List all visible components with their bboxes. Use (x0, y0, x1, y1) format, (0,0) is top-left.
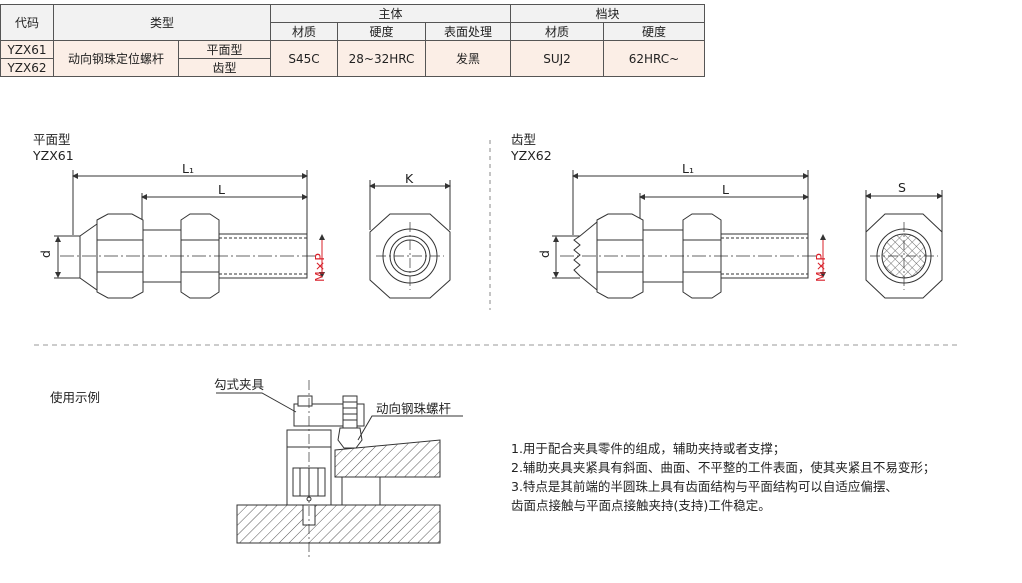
note-2: 2.辅助夹具夹紧具有斜面、曲面、不平整的工件表面，使其夹紧且不易变形； (511, 460, 936, 475)
note-1: 1.用于配合夹具零件的组成，辅助夹持或者支撑； (511, 441, 786, 456)
type-name: 动向钢珠定位螺杆 (53, 40, 179, 77)
variant-tooth: 齿型 (178, 58, 271, 77)
usage-label-screw: 动向钢珠螺杆 (376, 401, 452, 416)
tooth-type-code: YZX62 (511, 148, 552, 163)
flat-type-code: YZX61 (33, 148, 74, 163)
spec-table: 代码 类型 主体 档块 材质 硬度 表面处理 材质 硬度 YZX61 动向钢珠定… (0, 4, 705, 77)
header-material: 材质 (270, 22, 338, 41)
usage-label-clamp: 勾式夹具 (214, 377, 265, 392)
flat-type-side-view (54, 170, 325, 299)
tooth-dim-mxp: M×P (813, 253, 828, 282)
header-code: 代码 (0, 4, 54, 41)
surface-value: 发黑 (425, 40, 511, 77)
hardness-value: 28~32HRC (337, 40, 426, 77)
note-3: 3.特点是其前端的半圆珠上具有齿面结构与平面结构可以自适应偏摆、 (511, 479, 898, 494)
note-4: 齿面点接触与平面点接触夹持(支持)工件稳定。 (511, 498, 771, 513)
feature-notes: 1.用于配合夹具零件的组成，辅助夹持或者支撑； 2.辅助夹具夹紧具有斜面、曲面、… (511, 439, 935, 515)
flat-dim-l1: L₁ (182, 161, 194, 176)
flat-dim-l: L (218, 182, 225, 197)
tooth-dim-d: d (537, 250, 552, 258)
flat-type-title: 平面型 (33, 132, 71, 147)
variant-flat: 平面型 (178, 40, 271, 59)
header-block-group: 档块 (510, 4, 705, 23)
header-block-hardness: 硬度 (603, 22, 705, 41)
flat-dim-k: K (405, 171, 414, 186)
tooth-dim-l1: L₁ (682, 161, 694, 176)
flat-dim-mxp: M×P (312, 253, 327, 282)
flat-dim-d: d (38, 250, 53, 258)
tooth-type-side-view (552, 170, 826, 299)
tooth-dim-l: L (722, 182, 729, 197)
flat-type-end-view (369, 180, 451, 299)
usage-example-drawing (216, 380, 463, 560)
tooth-type-title: 齿型 (511, 132, 537, 147)
tooth-dim-s: S (898, 180, 906, 195)
block-hardness-value: 62HRC~ (603, 40, 705, 77)
header-body-group: 主体 (270, 4, 511, 23)
usage-title: 使用示例 (50, 390, 101, 405)
code-yzx62: YZX62 (0, 58, 54, 77)
header-hardness: 硬度 (337, 22, 426, 41)
tooth-type-end-view (865, 190, 943, 299)
block-material-value: SUJ2 (510, 40, 604, 77)
